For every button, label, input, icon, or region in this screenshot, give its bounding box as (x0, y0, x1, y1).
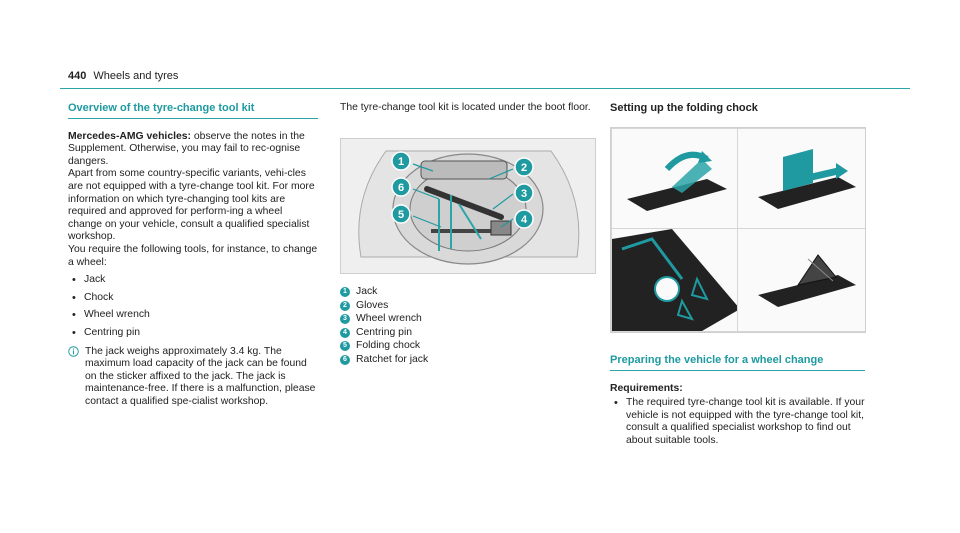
svg-text:1: 1 (398, 156, 404, 168)
callout-1: 1 (391, 151, 411, 171)
list-item: Centring pin (68, 327, 318, 340)
amg-notice: Mercedes-AMG vehicles: observe the notes… (68, 131, 318, 169)
svg-text:5: 5 (398, 209, 404, 221)
prepare-heading: Preparing the vehicle for a wheel change (610, 354, 865, 371)
overview-heading: Overview of the tyre-change tool kit (68, 102, 318, 119)
amg-label: Mercedes-AMG vehicles: (68, 130, 192, 142)
callout-5: 5 (391, 204, 411, 224)
requirements-label: Requirements: (610, 382, 683, 394)
svg-text:3: 3 (521, 188, 527, 200)
svg-text:6: 6 (398, 182, 404, 194)
chock-step-3 (611, 228, 741, 332)
chock-step-1 (611, 128, 741, 232)
chock-step-4 (737, 228, 865, 332)
tools-list: Jack Chock Wheel wrench Centring pin (68, 274, 318, 339)
callout-2: 2 (514, 157, 534, 177)
section-title: Wheels and tyres (93, 70, 179, 82)
column-location: The tyre-change tool kit is located unde… (340, 102, 595, 125)
list-item: Chock (68, 292, 318, 305)
header-divider (60, 88, 910, 89)
note-text: The jack weighs approximately 3.4 kg. Th… (85, 345, 316, 407)
chock-step-2 (737, 128, 865, 232)
svg-text:2: 2 (521, 162, 527, 174)
list-item: The required tyre-change tool kit is ava… (610, 397, 865, 447)
callout-4: 4 (514, 209, 534, 229)
callout-3: 3 (514, 183, 534, 203)
column-overview: Overview of the tyre-change tool kit Mer… (68, 102, 318, 408)
callout-6: 6 (391, 177, 411, 197)
tools-intro: You require the following tools, for ins… (68, 243, 318, 268)
amg-text: observe the notes in the Supplement. Oth… (68, 130, 305, 167)
chock-steps-image (610, 127, 866, 333)
list-item: Wheel wrench (68, 309, 318, 322)
column-prepare: Preparing the vehicle for a wheel change… (610, 354, 865, 453)
svg-text:4: 4 (521, 214, 528, 226)
page-number: 440 (68, 70, 87, 82)
location-intro: The tyre-change tool kit is located unde… (340, 102, 591, 113)
requirements-list: The required tyre-change tool kit is ava… (610, 397, 865, 447)
tool-kit-illustration: 1 6 5 2 3 4 (341, 139, 595, 273)
info-icon (68, 345, 79, 357)
column-chock: Setting up the folding chock (610, 102, 865, 115)
page-header: 440 Wheels and tyres (68, 70, 178, 82)
jack-note: The jack weighs approximately 3.4 kg. Th… (68, 346, 318, 409)
boot-floor-image: 1 6 5 2 3 4 (340, 138, 596, 274)
list-item: Jack (68, 274, 318, 287)
chock-heading: Setting up the folding chock (610, 102, 758, 114)
availability-paragraph: Apart from some country-specific variant… (68, 168, 315, 243)
